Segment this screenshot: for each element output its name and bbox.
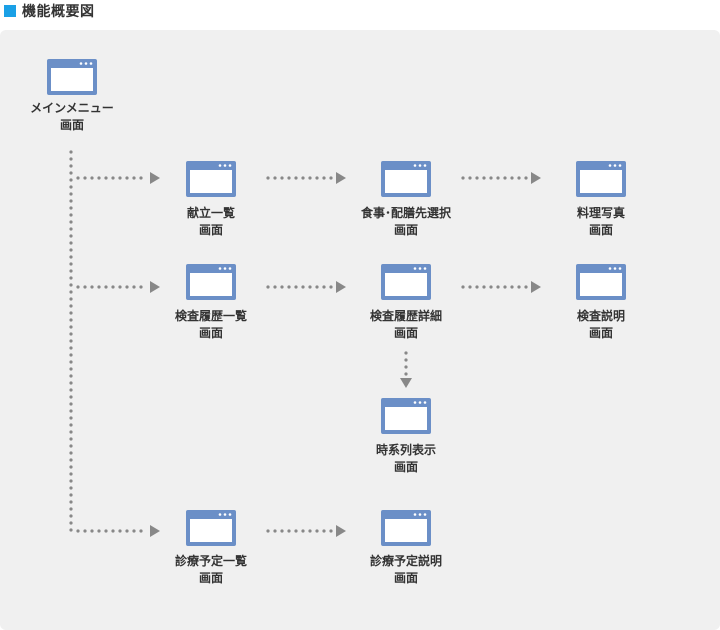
arrow-menu-list-to-meal-select (266, 172, 346, 184)
screen-label-meal-select: 食事･配膳先選択画面 (360, 206, 451, 237)
screen-label-main: メインメニュー画面 (30, 101, 114, 132)
main-trunk-connector (69, 150, 73, 532)
screen-windows (47, 59, 626, 546)
arrow-main-to-exam-history (76, 281, 160, 293)
arrow-meal-select-to-dish-photo (461, 172, 541, 184)
visit-schedule-window-icon (186, 510, 236, 546)
screen-label-exam-explain: 検査説明画面 (576, 309, 625, 340)
screen-label-exam-history: 検査履歴一覧画面 (174, 309, 247, 340)
meal-select-window-icon (381, 161, 431, 197)
exam-explain-window-icon (576, 264, 626, 300)
exam-detail-window-icon (381, 264, 431, 300)
dish-photo-window-icon (576, 161, 626, 197)
exam-history-window-icon (186, 264, 236, 300)
arrow-main-to-visit-schedule (76, 525, 160, 537)
screen-label-menu-list: 献立一覧画面 (186, 206, 235, 237)
arrow-main-to-menu-list (76, 172, 160, 184)
screen-label-visit-explain: 診療予定説明画面 (369, 554, 442, 585)
diagram-title: 機能概要図 (22, 4, 95, 20)
menu-list-window-icon (186, 161, 236, 197)
screen-label-visit-schedule: 診療予定一覧画面 (174, 554, 247, 585)
visit-explain-window-icon (381, 510, 431, 546)
arrow-exam-detail-to-timeline (400, 351, 412, 388)
arrow-visit-schedule-to-visit-explain (266, 525, 346, 537)
arrow-exam-history-to-exam-detail (266, 281, 346, 293)
screen-label-exam-detail: 検査履歴詳細画面 (369, 309, 442, 340)
screen-label-timeline: 時系列表示画面 (375, 443, 436, 474)
screen-label-dish-photo: 料理写真画面 (576, 206, 625, 237)
heading-square-icon (4, 5, 16, 17)
timeline-window-icon (381, 398, 431, 434)
connectors (69, 150, 541, 537)
diagram-heading: 機能概要図 (0, 0, 95, 22)
arrow-exam-detail-to-exam-explain (461, 281, 541, 293)
main-menu-window-icon (47, 59, 97, 95)
